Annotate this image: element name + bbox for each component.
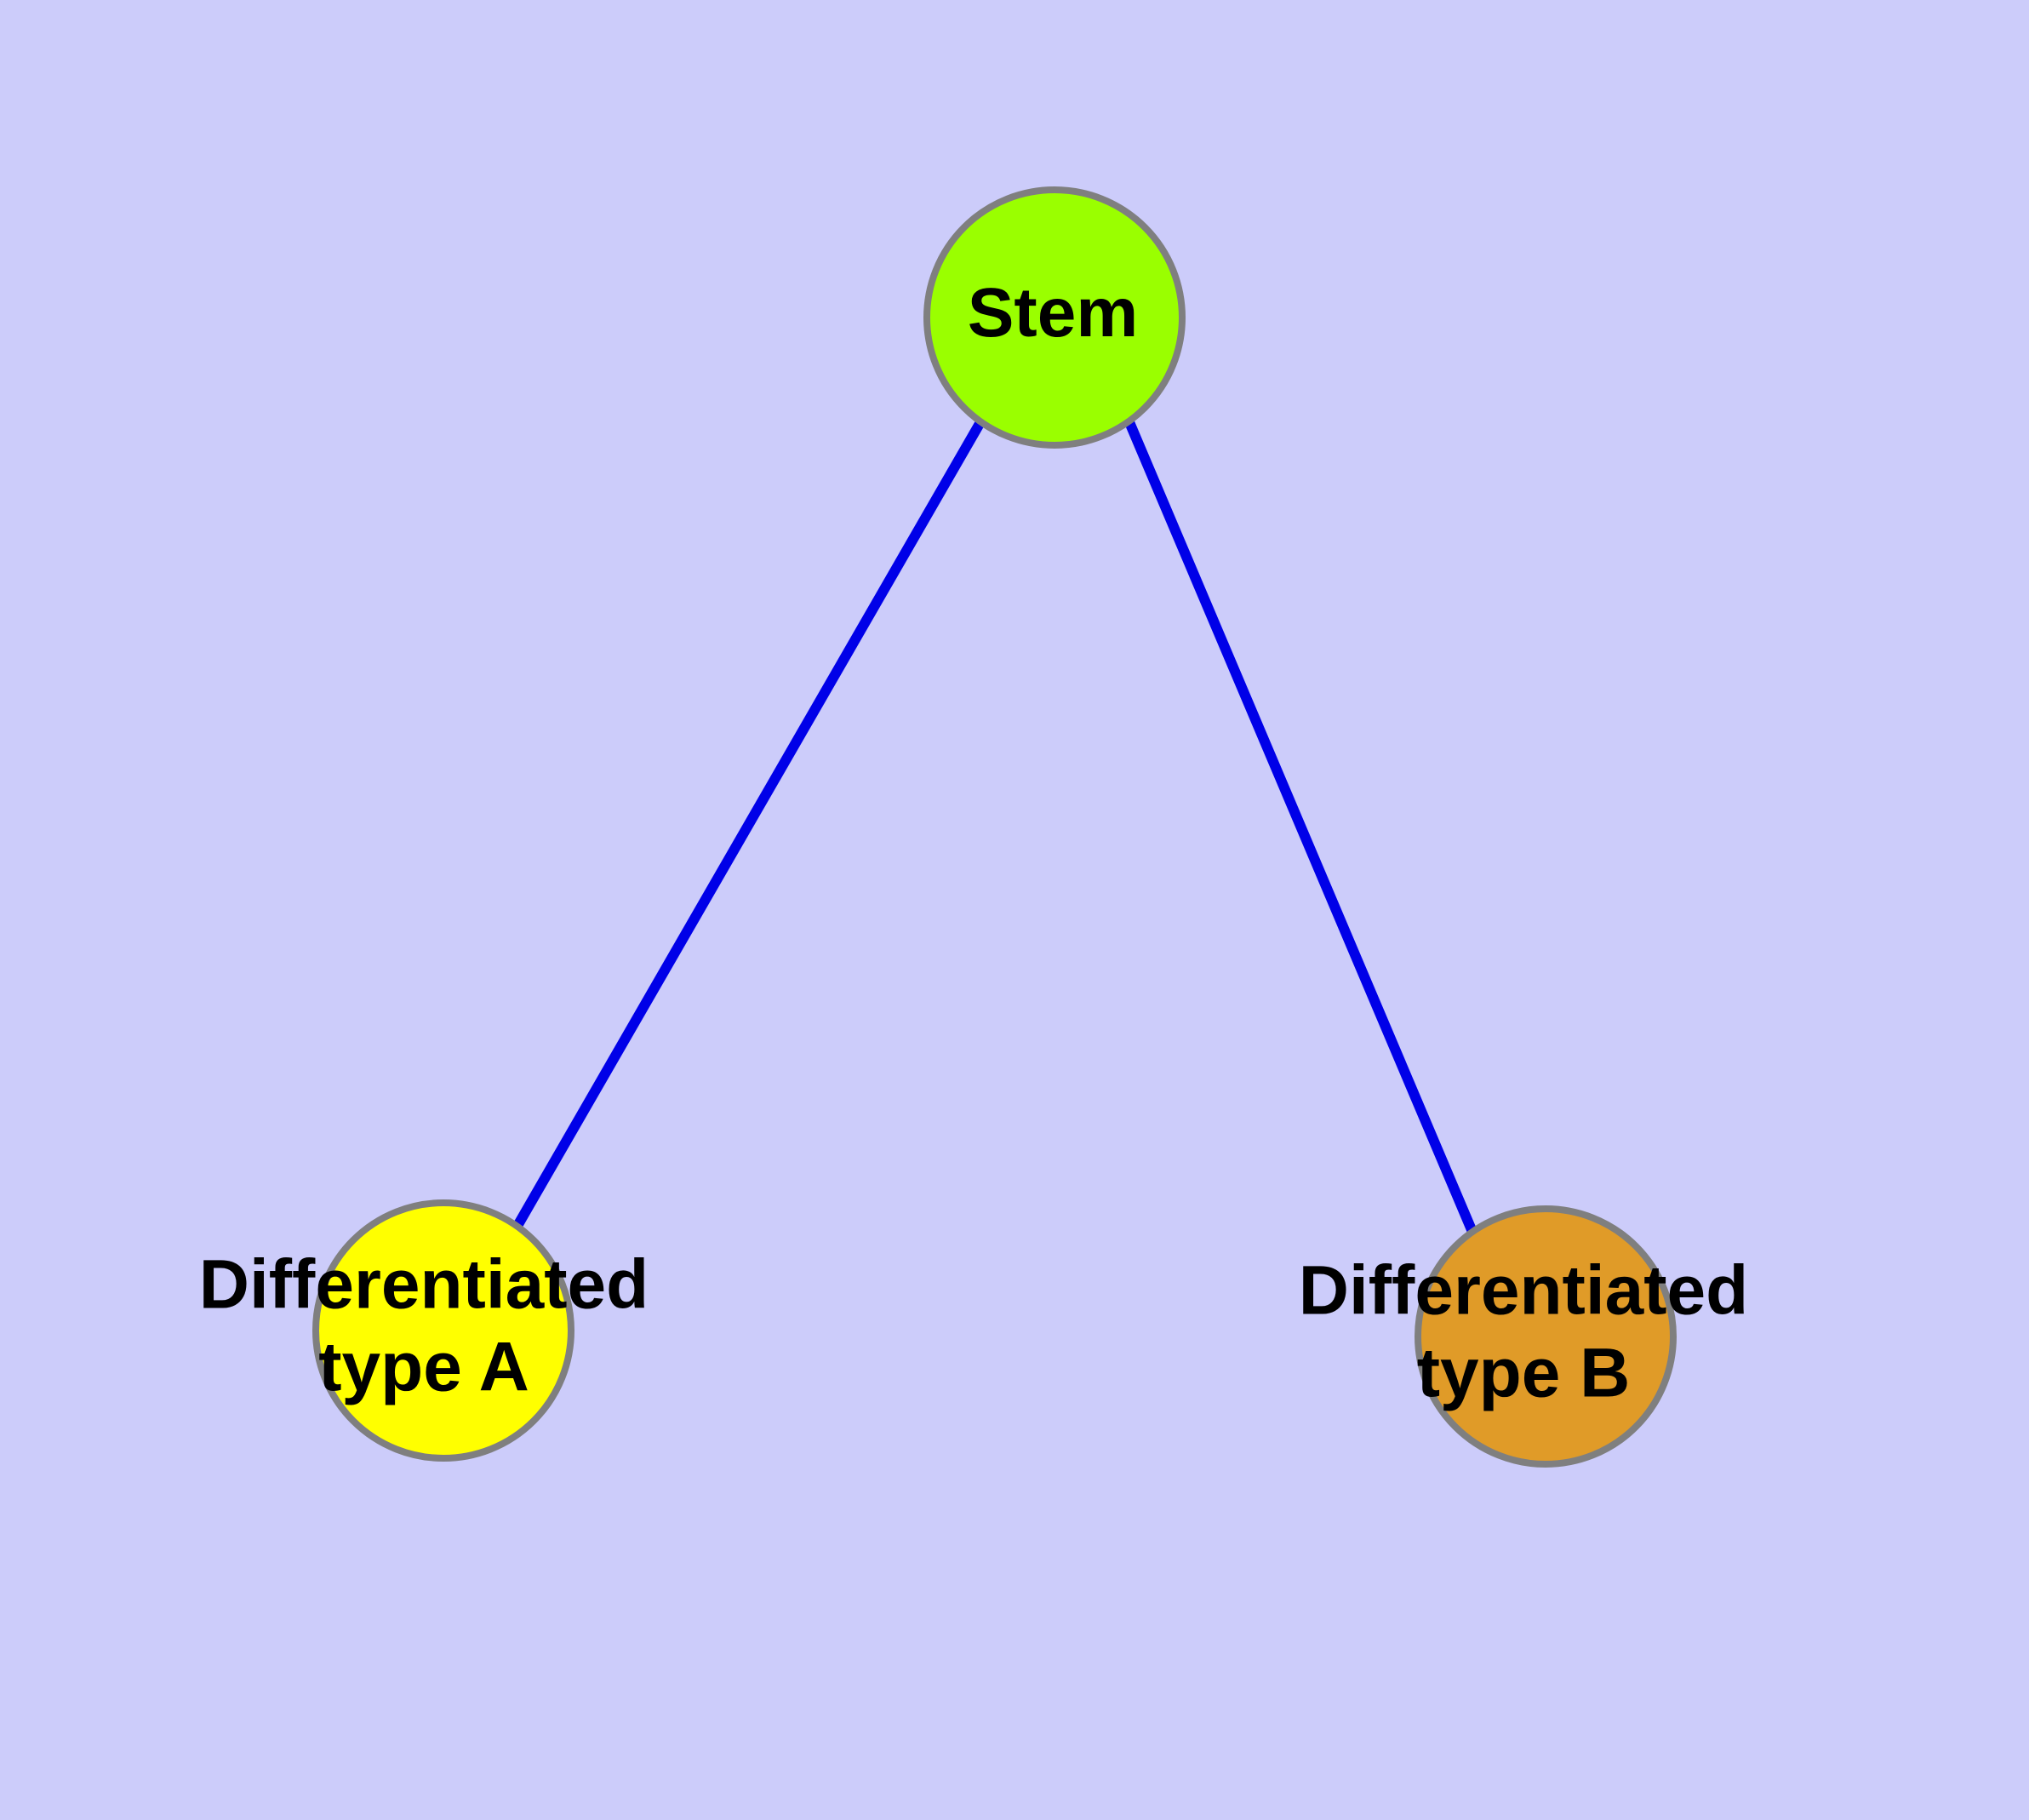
node-label-line: type B [1417,1334,1631,1411]
node-label-line: Differentiated [1299,1251,1749,1329]
node-stem[interactable]: Stem [923,186,1186,449]
node-stem-label: Stem [968,274,1139,352]
node-stem-circle[interactable] [923,186,1186,449]
node-label-line: Differentiated [199,1245,649,1323]
edge-stem-to-differentiated-type-b[interactable] [1124,420,1477,1234]
edges-layer [512,420,1477,1234]
node-differentiated-type-a-circle[interactable] [312,1199,574,1462]
node-label-line: Stem [968,274,1139,352]
edge-stem-to-differentiated-type-a[interactable] [512,420,986,1228]
node-label-line: type A [318,1328,529,1405]
node-differentiated-type-b-circle[interactable] [1415,1205,1677,1468]
